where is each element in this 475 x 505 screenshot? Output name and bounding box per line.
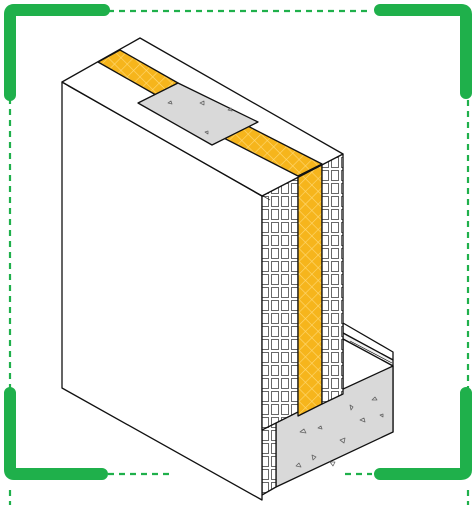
corner-bracket-icon — [4, 387, 108, 480]
block-column — [261, 175, 299, 431]
corner-bracket-icon — [374, 4, 472, 99]
rear-block-column — [321, 153, 344, 405]
viewfinder-frame — [4, 4, 472, 505]
corner-bracket-icon — [4, 4, 110, 101]
concrete-cap — [137, 82, 259, 146]
wall-assembly — [61, 37, 394, 501]
concrete-aggregate — [295, 396, 384, 468]
corner-bracket-icon — [374, 387, 472, 480]
insulation-vertical — [297, 163, 323, 417]
